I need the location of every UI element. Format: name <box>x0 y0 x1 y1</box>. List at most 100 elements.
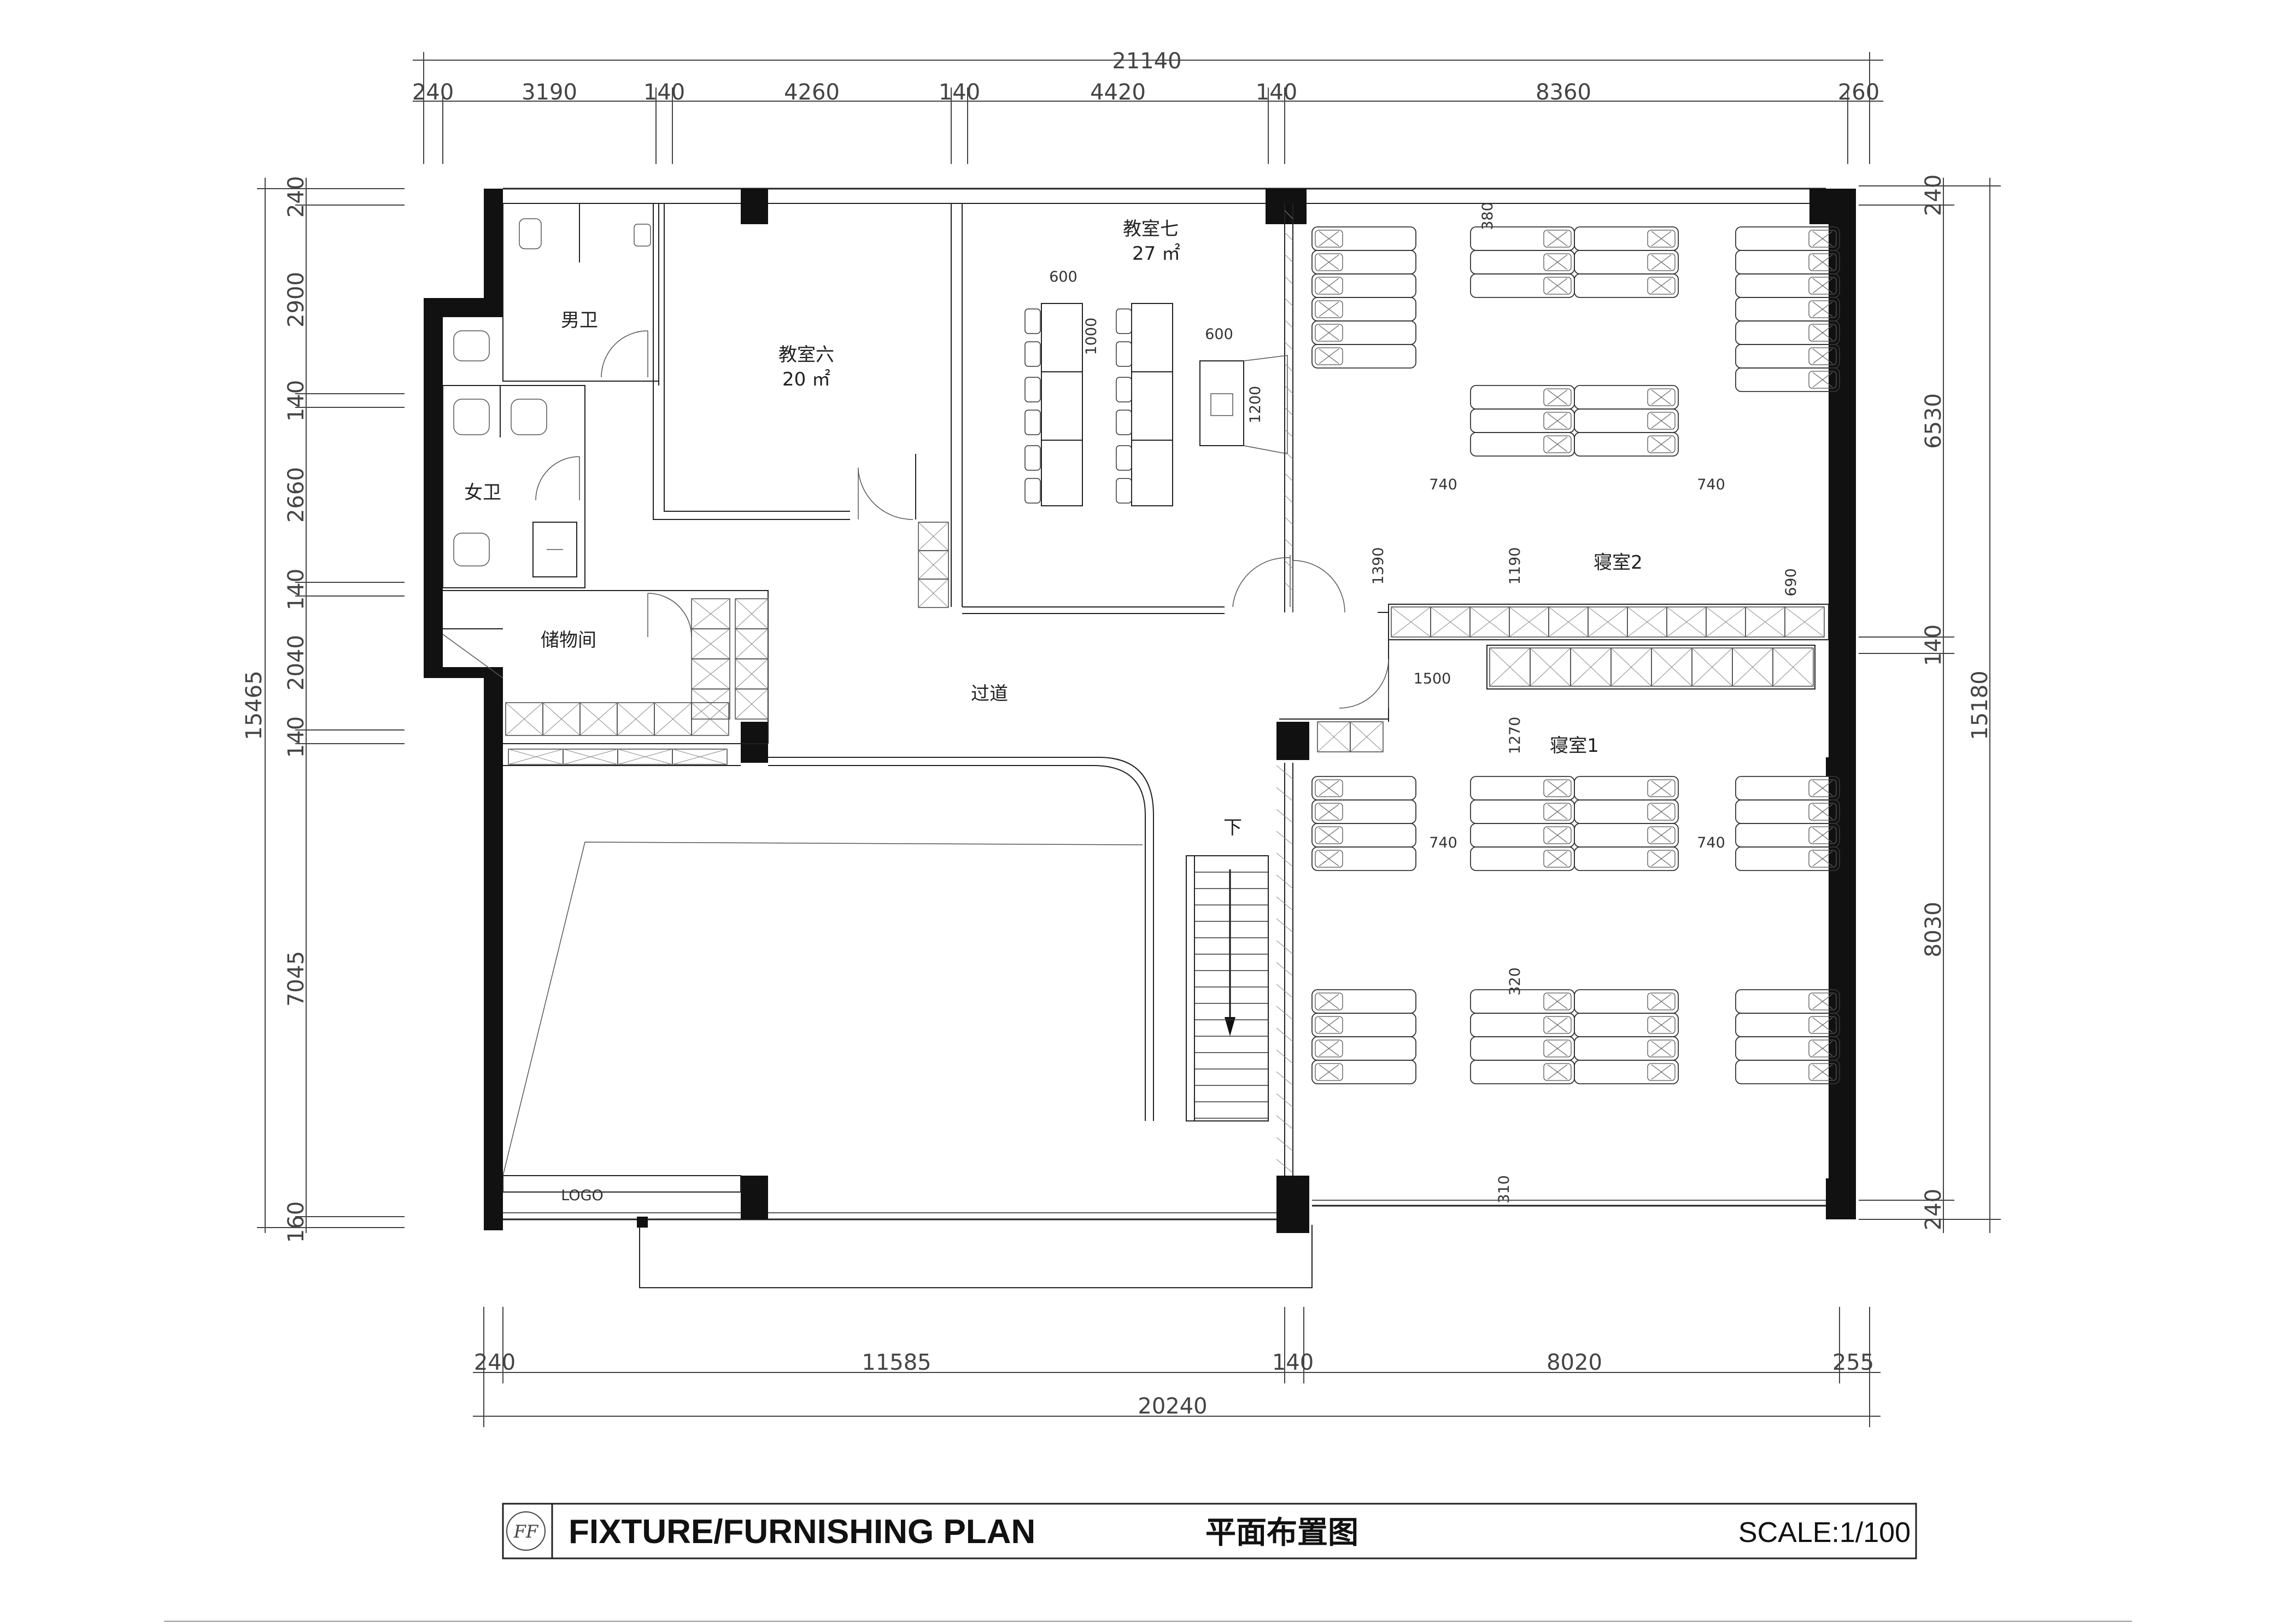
bed-pillow <box>1808 779 1837 797</box>
bed-pillow <box>1543 803 1572 821</box>
cabinet-cell <box>691 702 729 736</box>
wall-hatch <box>1284 232 1293 241</box>
bed-pillow <box>1543 1063 1572 1081</box>
wall-hatch <box>1276 1049 1293 1064</box>
bed-pillow <box>1808 826 1837 844</box>
top-dim-1: 240 <box>412 80 454 105</box>
cabinet-cross <box>1706 606 1746 638</box>
label-corridor: 过道 <box>971 683 1008 705</box>
bottom-dim-4: 8020 <box>1547 1350 1602 1375</box>
top-dim-3: 140 <box>643 80 685 105</box>
dim-aisle-dorm1-right: 740 <box>1697 834 1725 851</box>
cabinet-cross <box>508 749 564 765</box>
right-dim-upper: 6530 <box>1921 393 1946 449</box>
right-dim-top: 240 <box>1921 174 1946 216</box>
bed-pillow <box>1543 1039 1572 1058</box>
bed-pillow <box>1808 992 1837 1010</box>
cabinet-cell <box>918 579 949 608</box>
cabinet-cross <box>1317 721 1351 752</box>
label-classroom7-area: 27 ㎡ <box>1132 243 1180 265</box>
top-dim-7: 140 <box>1256 80 1297 105</box>
top-dim-9: 260 <box>1838 80 1879 105</box>
bed-pillow <box>1315 1016 1343 1034</box>
bed-blanket-fold <box>1319 804 1339 820</box>
cabinet-cross <box>1509 606 1549 638</box>
bed-pillow <box>1647 277 1676 295</box>
bed <box>1574 1060 1679 1084</box>
cabinet-cross <box>691 702 729 736</box>
dim-320: 320 <box>1507 967 1524 996</box>
label-dorm1: 寝室1 <box>1550 735 1599 757</box>
exterior-walls <box>424 188 1856 1288</box>
bed-pillow <box>1315 253 1343 271</box>
dim-door-1500: 1500 <box>1414 670 1451 687</box>
right-dim-bottom: 240 <box>1921 1189 1946 1230</box>
bed <box>1311 1060 1416 1084</box>
wall-hatch <box>1284 363 1293 372</box>
wall-hatch <box>1276 809 1293 823</box>
bed-blanket-fold <box>1319 994 1339 1009</box>
cabinet-cell <box>1772 647 1814 687</box>
cabinet-cross <box>1469 606 1510 638</box>
cabinet-cross <box>918 579 949 608</box>
bed-pillow <box>1647 388 1676 406</box>
wall-hatch <box>1276 1071 1293 1086</box>
bed-pillow <box>1808 277 1837 295</box>
storage-cabinets <box>505 522 1825 765</box>
cabinet-cross <box>918 522 949 551</box>
bed <box>1735 367 1840 392</box>
label-mens-toilet: 男卫 <box>561 309 598 331</box>
bed-blanket-fold <box>1547 1041 1568 1056</box>
left-dim-3: 140 <box>284 380 309 422</box>
cabinet-cross <box>735 688 769 720</box>
bed-blanket-fold <box>1319 1041 1339 1056</box>
cabinet-cross <box>918 550 949 580</box>
bed-pillow <box>1315 230 1343 248</box>
cabinet-cross <box>1610 647 1652 687</box>
bed-blanket-fold <box>1319 278 1339 294</box>
cabinet-cross <box>1784 606 1825 638</box>
bed-blanket-fold <box>1812 1041 1833 1056</box>
cabinet-cross <box>1732 647 1773 687</box>
bed-pillow <box>1315 347 1343 365</box>
bed-blanket-fold <box>1319 1064 1339 1080</box>
cabinet-cross <box>617 749 673 765</box>
bed-blanket-fold <box>1651 1017 1672 1033</box>
dim-aisle-dorm2-left: 740 <box>1429 476 1457 493</box>
dim-1190: 1190 <box>1507 547 1524 585</box>
wall-hatch <box>1284 210 1293 219</box>
bed-pillow <box>1808 253 1837 271</box>
bed-pillow <box>1808 324 1837 342</box>
bed-pillow <box>1315 826 1343 844</box>
right-overall-dimension: 15180 <box>1967 670 1993 740</box>
left-overall-dimension: 15465 <box>242 670 267 740</box>
bed-blanket-fold <box>1319 851 1339 867</box>
wall-hatch <box>1284 516 1293 525</box>
bed-pillow <box>1315 803 1343 821</box>
bed-blanket-fold <box>1651 389 1672 405</box>
wall-hatch <box>1276 765 1293 780</box>
bed-blanket-fold <box>1547 278 1568 294</box>
wall-hatch <box>1276 984 1293 998</box>
bed-blanket-fold <box>1547 389 1568 405</box>
bed-blanket-fold <box>1547 804 1568 820</box>
bed-blanket-fold <box>1812 804 1833 820</box>
left-dim-2: 2900 <box>284 272 309 328</box>
wall-hatch <box>1276 874 1293 889</box>
label-storage: 储物间 <box>541 629 596 651</box>
bed-blanket-fold <box>1319 348 1339 364</box>
wall-hatch <box>1284 341 1293 350</box>
cabinet-cross <box>579 702 618 736</box>
cabinet-cross <box>1627 606 1667 638</box>
label-dorm2: 寝室2 <box>1594 552 1643 574</box>
cabinet-cross <box>1391 606 1431 638</box>
cabinet-cell <box>672 749 728 765</box>
bed-blanket-fold <box>1547 1064 1568 1080</box>
bed-pillow <box>1647 1039 1676 1058</box>
bed-blanket-fold <box>1812 372 1833 388</box>
wall-hatch <box>1276 1027 1293 1042</box>
bed-blanket-fold <box>1319 301 1339 317</box>
left-dim-9: 160 <box>284 1201 309 1243</box>
wall-hatch <box>1284 538 1293 547</box>
top-dim-6: 4420 <box>1090 80 1146 105</box>
